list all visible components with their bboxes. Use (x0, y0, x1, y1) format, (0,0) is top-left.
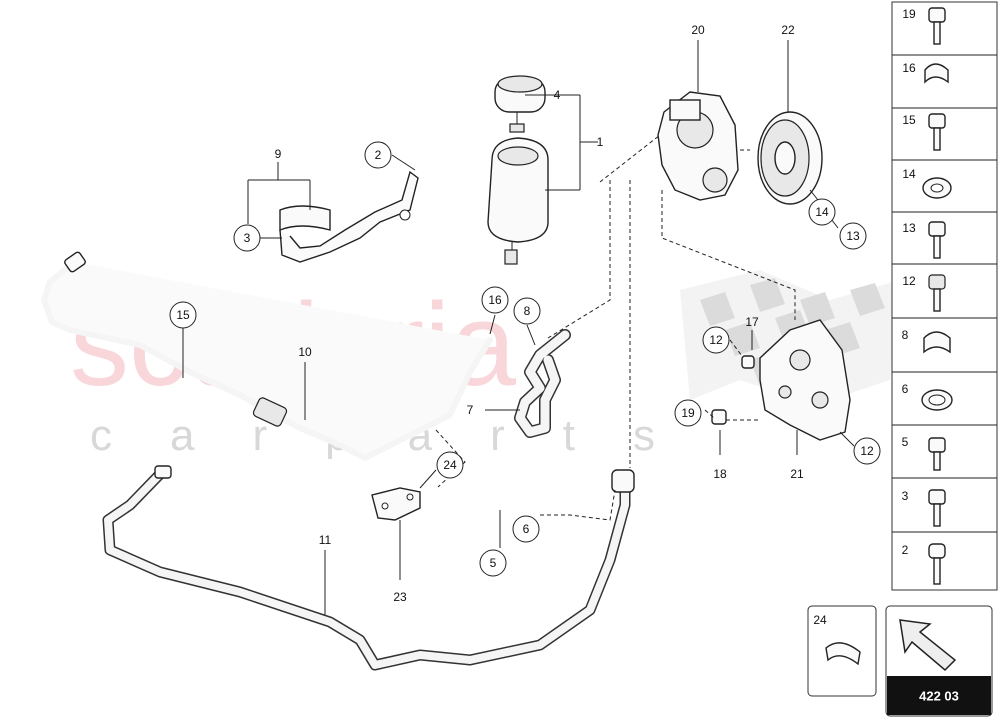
svg-text:21: 21 (790, 467, 804, 481)
legend-16: 16 (902, 61, 949, 84)
legend-19: 19 (902, 7, 946, 45)
callout-7: 7 (467, 403, 474, 417)
svg-text:23: 23 (393, 590, 407, 604)
callout-6: 6 (512, 515, 540, 543)
callout-5: 5 (479, 549, 507, 577)
legend-14: 14 (902, 167, 952, 199)
callout-14: 14 (808, 198, 836, 226)
svg-text:6: 6 (902, 382, 909, 396)
callout-4: 4 (554, 88, 561, 102)
legend-13: 13 (902, 221, 946, 259)
svg-text:3: 3 (902, 489, 909, 503)
callout-12b: 12 (853, 437, 881, 465)
svg-text:14: 14 (815, 205, 829, 219)
callout-18: 18 (713, 467, 727, 481)
legend-15: 15 (902, 113, 946, 151)
bracket-23 (371, 487, 421, 521)
pulley-22 (757, 111, 823, 205)
callout-21: 21 (790, 467, 804, 481)
svg-text:10: 10 (298, 345, 312, 359)
bush-17 (741, 355, 755, 369)
svg-text:2: 2 (902, 543, 909, 557)
dashed-leaders (435, 134, 796, 521)
callout-17: 17 (745, 315, 759, 329)
legend-12: 12 (902, 274, 946, 312)
svg-text:19: 19 (681, 406, 695, 420)
hose-11 (102, 465, 635, 671)
svg-text:5: 5 (490, 556, 497, 570)
legend-5: 5 (902, 435, 946, 471)
callout-10: 10 (298, 345, 312, 359)
svg-text:8: 8 (524, 304, 531, 318)
callout-19: 19 (674, 399, 702, 427)
callout-3: 3 (233, 224, 261, 252)
svg-text:11: 11 (319, 533, 332, 547)
callout-12a: 12 (702, 326, 730, 354)
svg-text:4: 4 (554, 88, 561, 102)
svg-text:12: 12 (709, 333, 723, 347)
pump-20 (657, 91, 739, 201)
svg-text:18: 18 (713, 467, 727, 481)
svg-text:24: 24 (443, 458, 457, 472)
svg-text:8: 8 (902, 328, 909, 342)
svg-text:22: 22 (781, 23, 795, 37)
legend-3: 3 (902, 489, 946, 527)
svg-text:5: 5 (902, 435, 909, 449)
callout-11: 11 (319, 533, 332, 547)
callout-9: 9 (275, 147, 282, 161)
bracket-9 (279, 170, 419, 263)
callout-8: 8 (513, 297, 541, 325)
page-code-box: 422 03 (885, 605, 993, 717)
legend-8: 8 (902, 328, 951, 354)
callout-2: 2 (364, 141, 392, 169)
svg-text:16: 16 (488, 293, 502, 307)
svg-text:6: 6 (523, 522, 530, 536)
bracket-21 (759, 319, 851, 441)
svg-text:19: 19 (902, 7, 916, 21)
legend-6: 6 (902, 382, 953, 411)
hose-7 (514, 329, 571, 438)
reservoir-1 (487, 75, 549, 265)
svg-text:9: 9 (275, 147, 282, 161)
svg-text:7: 7 (467, 403, 474, 417)
svg-text:24: 24 (813, 613, 827, 627)
svg-text:16: 16 (902, 61, 916, 75)
svg-text:15: 15 (176, 308, 190, 322)
svg-text:13: 13 (902, 221, 916, 235)
svg-text:13: 13 (846, 229, 860, 243)
svg-text:14: 14 (902, 167, 916, 181)
svg-text:15: 15 (902, 113, 916, 127)
svg-text:12: 12 (860, 444, 874, 458)
callout-24: 24 (436, 451, 464, 479)
svg-text:1: 1 (597, 135, 604, 149)
callout-20: 20 (691, 23, 705, 37)
callout-22: 22 (781, 23, 795, 37)
bush-18 (711, 409, 727, 425)
callout-15: 15 (169, 301, 197, 329)
inset-24: 24 (807, 605, 877, 697)
hose-10 (41, 251, 493, 461)
leader-lines (182, 40, 855, 615)
callout-23: 23 (393, 590, 407, 604)
svg-text:20: 20 (691, 23, 705, 37)
svg-text:2: 2 (375, 148, 382, 162)
page-code: 422 03 (919, 689, 959, 704)
legend-2: 2 (902, 543, 946, 585)
callout-1: 1 (597, 135, 604, 149)
fastener-legend: 19 16 15 14 13 12 8 6 5 3 2 (891, 1, 998, 591)
svg-text:3: 3 (244, 231, 251, 245)
callout-13: 13 (839, 222, 867, 250)
arrow-icon (899, 619, 957, 672)
svg-text:17: 17 (745, 315, 759, 329)
svg-text:12: 12 (902, 274, 916, 288)
callout-16: 16 (481, 286, 509, 314)
